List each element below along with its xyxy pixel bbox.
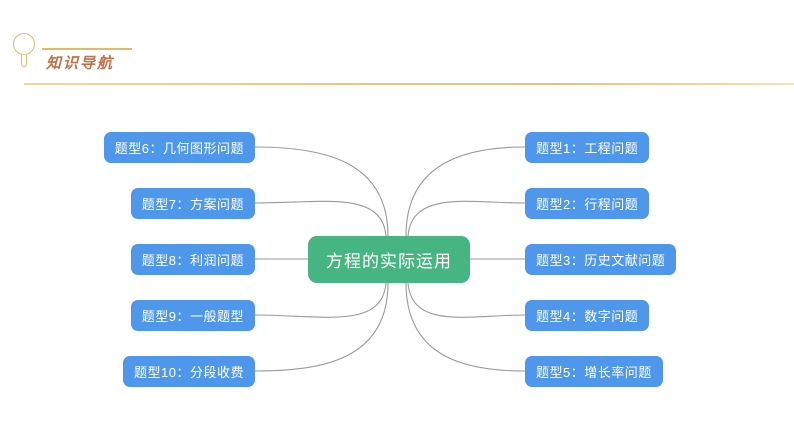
connector-left-5: [254, 282, 389, 372]
mindmap-canvas: 方程的实际运用 题型1：工程问题 题型2：行程问题 题型3：历史文献问题 题型4…: [0, 90, 794, 447]
mindmap-center-node[interactable]: 方程的实际运用: [308, 236, 470, 283]
connector-left-4: [254, 282, 387, 318]
mindmap-node-right-1[interactable]: 题型1：工程问题: [525, 132, 650, 163]
mindmap-node-left-1[interactable]: 题型6：几何图形问题: [103, 132, 255, 163]
mindmap-node-left-4[interactable]: 题型9：一般题型: [130, 300, 255, 331]
mindmap-node-right-4[interactable]: 题型4：数字问题: [525, 300, 650, 331]
connector-right-1: [405, 146, 526, 237]
mindmap-node-right-2[interactable]: 题型2：行程问题: [525, 188, 650, 219]
page-title: 知识导航: [46, 56, 115, 72]
header-divider: [24, 83, 794, 85]
magnifier-icon: [13, 33, 39, 67]
magnifier-lens: [13, 33, 35, 55]
connector-right-4: [407, 282, 526, 318]
header-accent-rule: [42, 48, 132, 50]
mindmap-node-right-5[interactable]: 题型5：增长率问题: [525, 356, 663, 387]
connector-right-2: [407, 200, 526, 237]
page-header: 知识导航: [0, 0, 794, 90]
mindmap-node-left-3[interactable]: 题型8：利润问题: [130, 244, 255, 275]
mindmap-node-left-2[interactable]: 题型7：方案问题: [130, 188, 255, 219]
mindmap-node-right-3[interactable]: 题型3：历史文献问题: [525, 244, 677, 275]
mindmap-node-left-5[interactable]: 题型10：分段收费: [123, 356, 255, 387]
connector-right-5: [405, 282, 526, 372]
connector-left-1: [254, 146, 389, 237]
magnifier-handle: [21, 55, 27, 67]
connector-left-2: [254, 200, 387, 237]
